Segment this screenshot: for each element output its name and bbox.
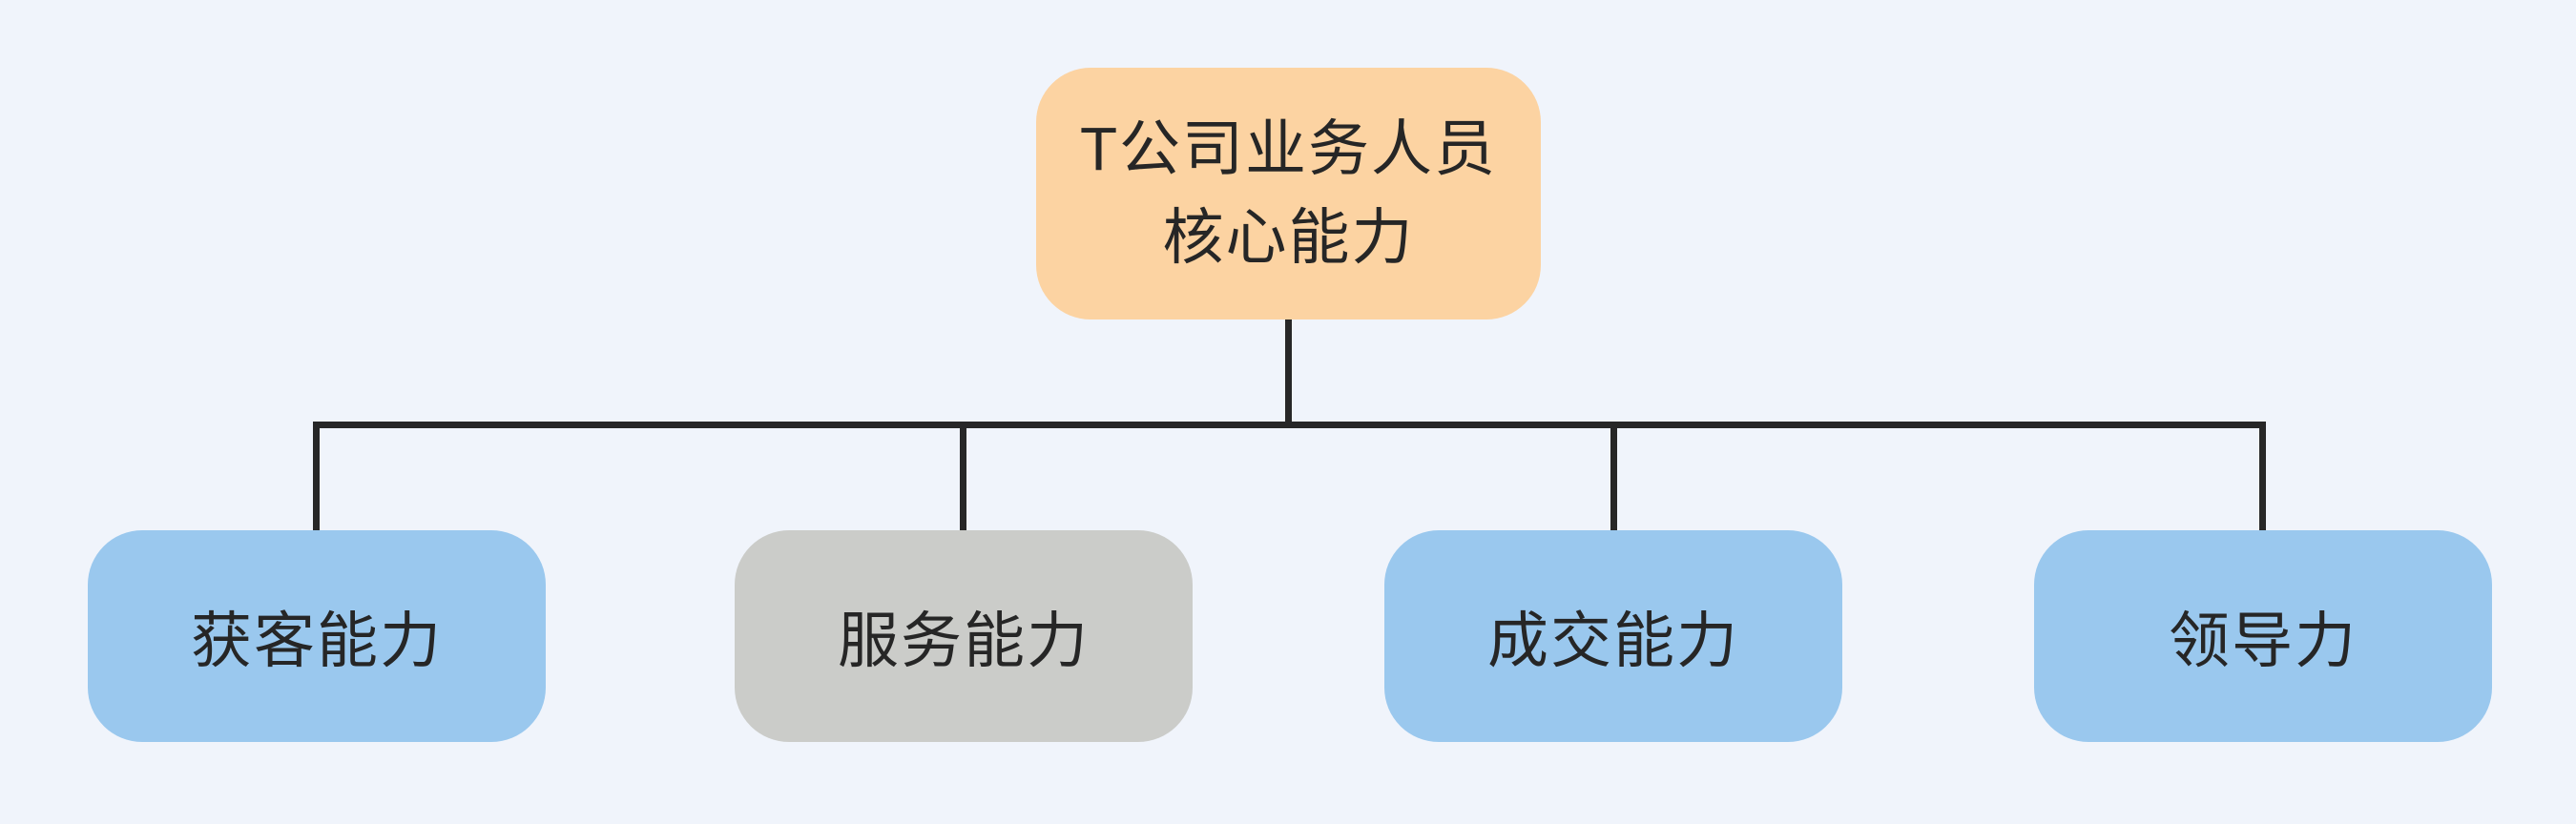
- connector-drop-3: [1610, 422, 1617, 530]
- root-node-core-abilities[interactable]: T公司业务人员 核心能力: [1036, 68, 1541, 319]
- child-node-label: 成交能力: [1487, 607, 1739, 675]
- child-node-label: 领导力: [2169, 607, 2358, 675]
- connector-root-stem: [1285, 319, 1292, 428]
- connector-drop-4: [2259, 422, 2266, 530]
- child-node-label: 获客能力: [191, 607, 443, 675]
- connector-horizontal-bus: [313, 422, 2266, 428]
- connector-drop-1: [313, 422, 320, 530]
- child-node-customer-acquisition[interactable]: 获客能力: [88, 530, 546, 742]
- child-node-label: 服务能力: [838, 607, 1090, 675]
- child-node-service-ability[interactable]: 服务能力: [735, 530, 1193, 742]
- child-node-leadership[interactable]: 领导力: [2034, 530, 2492, 742]
- root-node-label-line1: T公司业务人员: [1079, 114, 1498, 183]
- connector-drop-2: [960, 422, 966, 530]
- child-node-closing-ability[interactable]: 成交能力: [1384, 530, 1842, 742]
- root-node-label-line2: 核心能力: [1162, 203, 1415, 272]
